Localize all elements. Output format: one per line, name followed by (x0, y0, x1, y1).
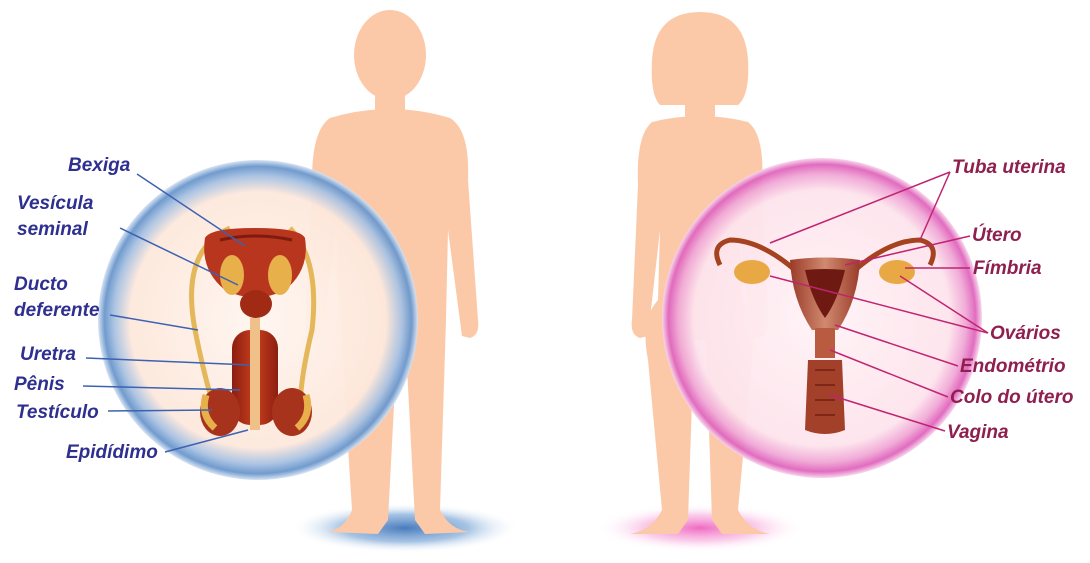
label-vagina: Vagina (947, 423, 1009, 442)
female-floor-shadow (595, 504, 805, 552)
cervix (815, 328, 835, 358)
urethra (250, 318, 260, 430)
male-floor-shadow (290, 503, 520, 553)
label-penis: Pênis (14, 375, 65, 394)
ovary-left (734, 260, 770, 284)
seminal-vesicle-left (220, 255, 244, 295)
label-testicle: Testículo (16, 403, 99, 422)
label-epididymis: Epidídimo (66, 443, 158, 462)
label-urethra: Uretra (20, 345, 76, 364)
label-cervix: Colo do útero (950, 388, 1073, 407)
prostate (240, 290, 272, 318)
label-vas-deferens-line2: deferente (14, 301, 100, 320)
label-seminal-vesicle-line1: Vesícula (17, 194, 93, 213)
ovary-right (879, 260, 915, 284)
seminal-vesicle-right (268, 255, 292, 295)
label-seminal-vesicle-line2: seminal (17, 220, 88, 239)
label-endometrium: Endométrio (960, 357, 1066, 376)
label-ovaries: Ovários (990, 324, 1061, 343)
label-fimbria: Fímbria (973, 259, 1042, 278)
label-bladder: Bexiga (68, 156, 130, 175)
label-vas-deferens-line1: Ducto (14, 275, 68, 294)
label-uterine-tube: Tuba uterina (952, 158, 1066, 177)
vagina (805, 360, 845, 434)
label-uterus: Útero (972, 226, 1022, 245)
